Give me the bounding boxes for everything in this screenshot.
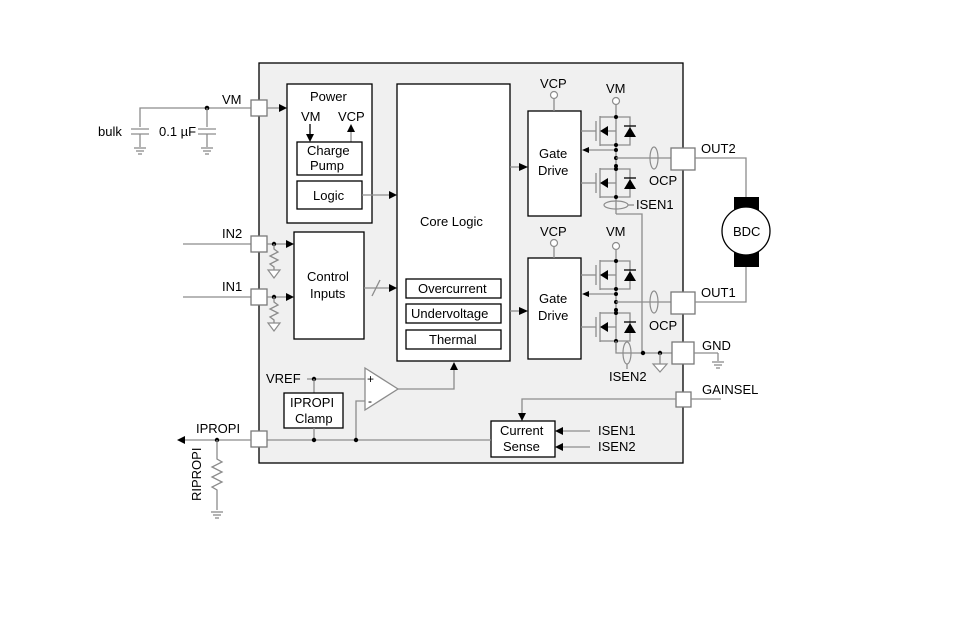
charge-pump-line1: Charge: [307, 143, 350, 158]
vcp-bottom-label: VCP: [540, 224, 567, 239]
overcurrent-block: [405, 278, 502, 299]
logic-block: [296, 180, 363, 210]
ipropi-clamp-block: [283, 392, 344, 429]
ipropi-clamp-line1: IPROPI: [290, 395, 334, 410]
out2-pin-label: OUT2: [701, 141, 736, 156]
ipropi-pin: [250, 430, 268, 448]
input-network: [183, 243, 251, 298]
comparator: [364, 366, 400, 412]
current-sense-isen2-label: ISEN2: [598, 439, 636, 454]
gnd-pin-label: GND: [702, 338, 731, 353]
logic-label: Logic: [313, 188, 345, 203]
vcp-top-label: VCP: [540, 76, 567, 91]
control-inputs-line1: Control: [307, 269, 349, 284]
current-sense-block: [490, 420, 556, 458]
charge-pump-line2: Pump: [310, 158, 344, 173]
comparator-plus: +: [367, 372, 374, 386]
gainsel-pin: [675, 391, 692, 408]
ipropi-clamp-line2: Clamp: [295, 411, 333, 426]
motor-label: BDC: [733, 224, 760, 239]
undervoltage-label: Undervoltage: [411, 306, 488, 321]
gate-drive-bottom-line1: Gate: [539, 291, 567, 306]
ocp-top-label: OCP: [649, 173, 677, 188]
gainsel-pin-label: GAINSEL: [702, 382, 758, 397]
vm-bottom-label: VM: [606, 224, 626, 239]
vm-pin-label: VM: [222, 92, 242, 107]
power-vcp-label: VCP: [338, 109, 365, 124]
undervoltage-block: [405, 303, 502, 324]
out2-pin: [670, 147, 696, 171]
comparator-minus: -: [368, 394, 372, 408]
vref-label: VREF: [266, 371, 301, 386]
vm-pin: [250, 99, 268, 117]
gnd-pin: [671, 341, 695, 365]
ipropi-pin-label: IPROPI: [196, 421, 240, 436]
in2-pin: [250, 235, 268, 253]
ripropi-label: RIPROPI: [189, 448, 204, 501]
overcurrent-label: Overcurrent: [418, 281, 487, 296]
current-sense-isen1-label: ISEN1: [598, 423, 636, 438]
control-inputs-line2: Inputs: [310, 286, 346, 301]
ocp-bottom-label: OCP: [649, 318, 677, 333]
half-bridge-out2: VM: [581, 81, 677, 353]
in1-pin: [250, 288, 268, 306]
charge-pump-block: [296, 141, 363, 176]
control-inputs-block: [293, 231, 365, 340]
half-bridge-out1: VM: [581, 224, 677, 384]
power-vm-label: VM: [301, 109, 321, 124]
out1-pin: [670, 291, 696, 315]
thermal-label: Thermal: [429, 332, 477, 347]
bulk-cap-label: bulk: [98, 124, 122, 139]
core-logic-label: Core Logic: [420, 214, 483, 229]
isen1-label: ISEN1: [636, 197, 674, 212]
current-sense-line2: Sense: [503, 439, 540, 454]
power-title: Power: [310, 89, 348, 104]
current-sense-line1: Current: [500, 423, 544, 438]
vm-top-label: VM: [606, 81, 626, 96]
gate-drive-bottom-line2: Drive: [538, 308, 568, 323]
gate-drive-top-line2: Drive: [538, 163, 568, 178]
in2-pin-label: IN2: [222, 226, 242, 241]
gate-drive-top-line1: Gate: [539, 146, 567, 161]
decoupling-cap-label: 0.1 µF: [159, 124, 196, 139]
gate-drive-bottom-block: [527, 257, 582, 360]
vm-supply-network: [131, 105, 251, 155]
bdc-motor: BDC: [695, 157, 771, 303]
isen2-label: ISEN2: [609, 369, 647, 384]
in1-pin-label: IN1: [222, 279, 242, 294]
out1-pin-label: OUT1: [701, 285, 736, 300]
thermal-block: [405, 329, 502, 350]
